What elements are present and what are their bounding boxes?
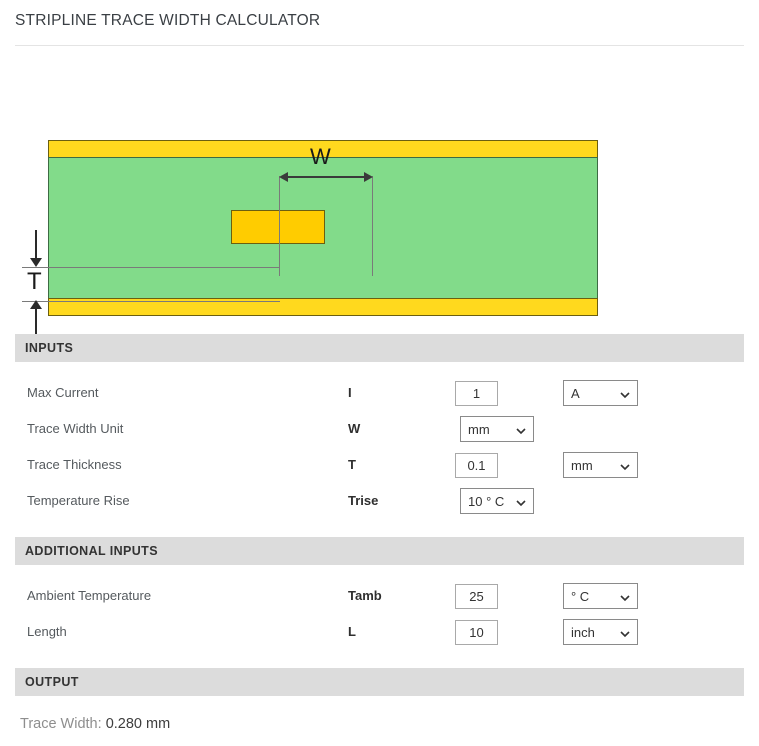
input-row-trace-thickness: Trace Thickness T (0, 450, 759, 486)
trace-width-dimension-label: W (310, 144, 331, 169)
temperature-rise-select[interactable]: 10 ° C (460, 488, 534, 514)
section-header-output: OUTPUT (15, 668, 744, 696)
input-row-length: Length L (0, 617, 759, 653)
output-trace-width-value: 0.280 mm (105, 716, 171, 732)
thickness-arrow-down-shaft (35, 230, 37, 260)
symbol-max-current: I (348, 385, 352, 400)
symbol-ambient-temperature: Tamb (348, 588, 382, 603)
signal-trace (231, 210, 325, 244)
width-extension-line-left (279, 176, 280, 276)
chevron-down-icon (620, 593, 630, 602)
length-unit-value: inch (571, 625, 595, 640)
section-header-inputs: INPUTS (15, 334, 744, 362)
section-header-additional-inputs: ADDITIONAL INPUTS (15, 537, 744, 565)
trace-width-unit-value: mm (468, 422, 490, 437)
thickness-extension-line-bottom (22, 301, 280, 302)
arrow-head-up-icon (30, 300, 42, 309)
label-ambient-temperature: Ambient Temperature (27, 588, 152, 603)
dimension-line (285, 176, 367, 178)
length-input[interactable] (455, 620, 498, 645)
temperature-rise-value: 10 ° C (468, 494, 505, 509)
stripline-diagram: W T (0, 58, 759, 338)
symbol-trace-width: W (348, 421, 361, 436)
chevron-down-icon (516, 498, 526, 507)
arrow-head-right-icon (364, 172, 373, 182)
max-current-unit-select[interactable]: A (563, 380, 638, 406)
title-divider (15, 45, 744, 46)
chevron-down-icon (516, 426, 526, 435)
ambient-temperature-unit-value: ° C (571, 589, 590, 604)
label-max-current: Max Current (27, 385, 99, 400)
chevron-down-icon (620, 462, 630, 471)
input-row-max-current: Max Current I (0, 378, 759, 414)
label-trace-width-unit: Trace Width Unit (27, 421, 124, 436)
input-row-temperature-rise: Temperature Rise Trise (0, 486, 759, 522)
trace-thickness-dimension-label: T (27, 268, 42, 295)
max-current-input[interactable] (455, 381, 498, 406)
arrow-head-down-icon (30, 258, 42, 267)
arrow-head-left-icon (279, 172, 288, 182)
input-row-trace-width-unit: Trace Width Unit W (0, 414, 759, 450)
label-temperature-rise: Temperature Rise (27, 493, 130, 508)
chevron-down-icon (620, 390, 630, 399)
page-title: STRIPLINE TRACE WIDTH CALCULATOR (15, 12, 321, 29)
chevron-down-icon (620, 629, 630, 638)
trace-width-unit-select[interactable]: mm (460, 416, 534, 442)
section-header-inputs-label: INPUTS (25, 341, 74, 355)
input-row-ambient-temperature: Ambient Temperature Tamb (0, 581, 759, 617)
output-trace-width: Trace Width: 0.280 mm (20, 716, 170, 732)
section-header-additional-inputs-label: ADDITIONAL INPUTS (25, 544, 158, 558)
label-length: Length (27, 624, 67, 639)
symbol-length: L (348, 624, 356, 639)
symbol-trace-thickness: T (348, 457, 356, 472)
max-current-unit-value: A (571, 386, 580, 401)
bottom-ground-plane (48, 298, 598, 316)
trace-thickness-unit-value: mm (571, 458, 593, 473)
section-header-output-label: OUTPUT (25, 675, 79, 689)
thickness-extension-line-top (22, 267, 280, 268)
ambient-temperature-input[interactable] (455, 584, 498, 609)
trace-thickness-unit-select[interactable]: mm (563, 452, 638, 478)
symbol-temperature-rise: Trise (348, 493, 379, 508)
thickness-arrow-up-shaft (35, 308, 37, 338)
label-trace-thickness: Trace Thickness (27, 457, 122, 472)
ambient-temperature-unit-select[interactable]: ° C (563, 583, 638, 609)
output-trace-width-label: Trace Width: (20, 716, 102, 732)
length-unit-select[interactable]: inch (563, 619, 638, 645)
trace-thickness-input[interactable] (455, 453, 498, 478)
width-extension-line-right (372, 176, 373, 276)
width-dimension-arrow (279, 172, 373, 182)
